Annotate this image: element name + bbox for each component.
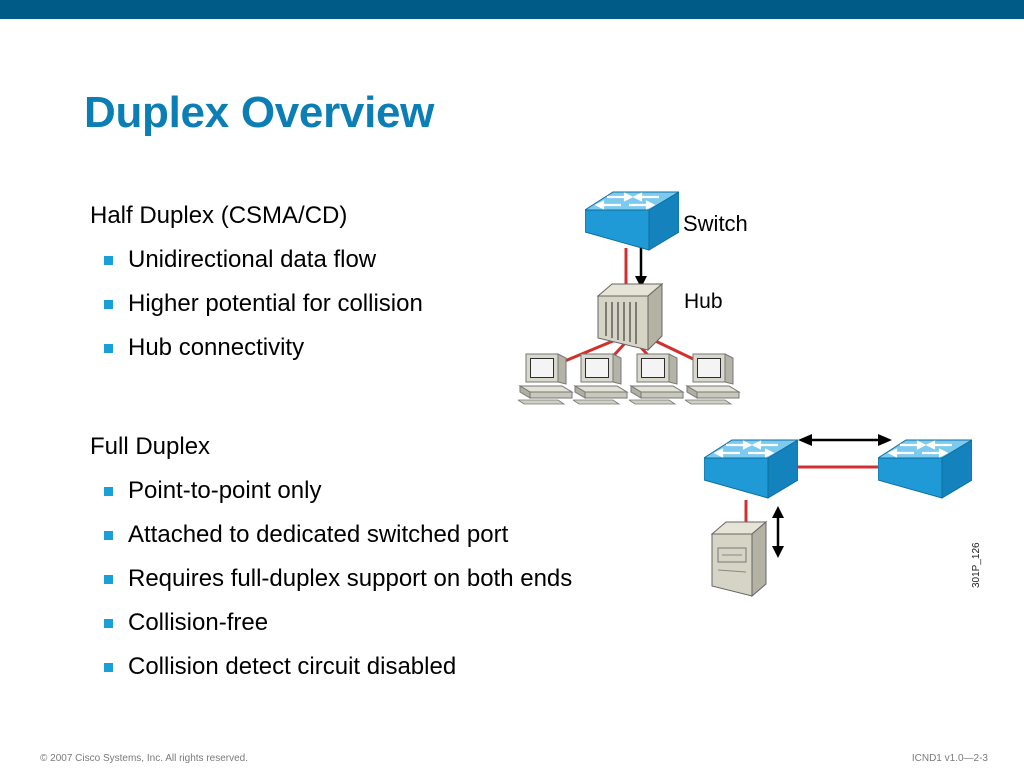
bullet-icon	[104, 344, 113, 353]
bidirectional-arrow-icon	[798, 434, 892, 446]
bullet-icon	[104, 487, 113, 496]
full-duplex-heading: Full Duplex	[90, 433, 211, 460]
bullet-icon	[104, 619, 113, 628]
list-item: Attached to dedicated switched port	[104, 521, 572, 565]
list-item: Collision detect circuit disabled	[104, 653, 572, 697]
full-duplex-bullets: Point-to-point only Attached to dedicate…	[104, 477, 572, 697]
list-item: Unidirectional data flow	[104, 246, 423, 290]
footer-course: ICND1 v1.0—2-3	[911, 753, 988, 764]
half-duplex-heading: Half Duplex (CSMA/CD)	[90, 202, 348, 229]
down-arrow-icon	[635, 246, 647, 288]
workstation-icon	[573, 353, 628, 405]
switch-icon	[878, 438, 972, 500]
list-item: Collision-free	[104, 609, 572, 653]
switch-label: Switch	[683, 211, 748, 236]
workstation-icon	[629, 353, 684, 405]
workstation-icon	[518, 353, 573, 405]
hub-label: Hub	[684, 290, 723, 313]
server-icon	[710, 520, 768, 598]
hub-icon	[596, 282, 664, 352]
slide-title: Duplex Overview	[84, 88, 435, 137]
switch-icon	[585, 190, 679, 252]
list-item: Requires full-duplex support on both end…	[104, 565, 572, 609]
figure-code: 301P_126	[971, 542, 982, 588]
list-item: Hub connectivity	[104, 334, 423, 378]
bullet-icon	[104, 300, 113, 309]
half-duplex-bullets: Unidirectional data flow Higher potentia…	[104, 246, 423, 378]
bullet-icon	[104, 663, 113, 672]
bidirectional-arrow-icon	[772, 506, 784, 558]
list-item: Point-to-point only	[104, 477, 572, 521]
bullet-icon	[104, 575, 113, 584]
bullet-icon	[104, 256, 113, 265]
footer-copyright: © 2007 Cisco Systems, Inc. All rights re…	[40, 753, 249, 764]
bullet-icon	[104, 531, 113, 540]
workstation-icon	[685, 353, 740, 405]
switch-icon	[704, 438, 798, 500]
list-item: Higher potential for collision	[104, 290, 423, 334]
top-bar	[0, 0, 1024, 19]
